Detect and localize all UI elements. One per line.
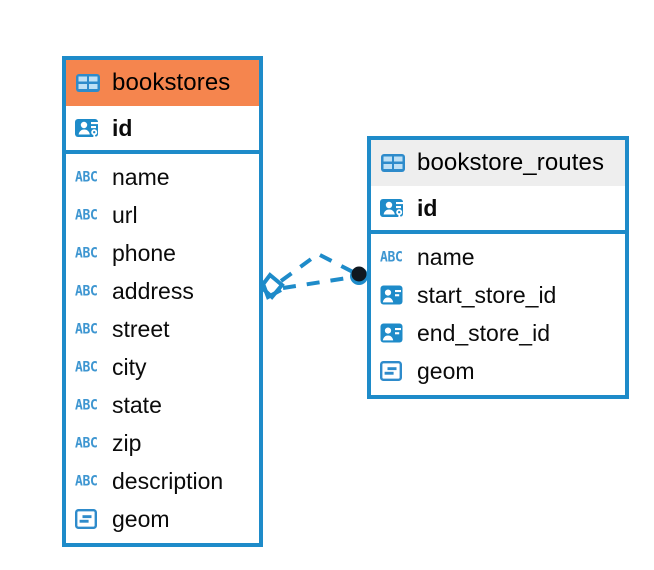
table-grid-icon	[380, 153, 406, 173]
field-row-end-store-id[interactable]: end_store_id	[371, 314, 625, 352]
field-name: start_store_id	[417, 281, 557, 308]
field-name: name	[417, 243, 475, 270]
field-row-zip[interactable]: ABC zip	[66, 424, 259, 462]
foreign-key-icon	[380, 285, 408, 305]
field-name: end_store_id	[417, 319, 550, 346]
field-row-name[interactable]: ABC name	[371, 238, 625, 276]
field-row-geom[interactable]: geom	[66, 500, 259, 538]
field-row-description[interactable]: ABC description	[66, 462, 259, 500]
field-name: url	[112, 201, 138, 228]
field-row-url[interactable]: ABC url	[66, 196, 259, 234]
relationship-line-upper	[279, 251, 354, 283]
text-field-icon: ABC	[380, 248, 403, 266]
field-row-city[interactable]: ABC city	[66, 348, 259, 386]
text-field-icon: ABC	[75, 168, 98, 186]
entity-table-bookstore-routes[interactable]: bookstore_routes	[367, 136, 629, 399]
field-list-bookstores: ABC name ABC url ABC phone ABC address A…	[66, 154, 259, 543]
primary-key-section: id	[371, 186, 625, 234]
entity-header-bookstores[interactable]: bookstores	[66, 60, 259, 106]
field-row-start-store-id[interactable]: start_store_id	[371, 276, 625, 314]
entity-title: bookstore_routes	[417, 149, 605, 176]
foreign-key-icon	[380, 323, 408, 343]
text-field-icon: ABC	[75, 396, 98, 414]
table-grid-icon	[75, 73, 101, 93]
field-row-name[interactable]: ABC name	[66, 158, 259, 196]
geometry-field-icon	[75, 509, 103, 529]
field-name: city	[112, 353, 147, 380]
entity-table-bookstores[interactable]: bookstores id	[62, 56, 263, 547]
field-row-id[interactable]: id	[371, 186, 625, 230]
entity-title: bookstores	[112, 69, 231, 96]
field-row-address[interactable]: ABC address	[66, 272, 259, 310]
text-field-icon: ABC	[75, 358, 98, 376]
text-field-icon: ABC	[75, 206, 98, 224]
text-field-icon: ABC	[75, 320, 98, 338]
many-diamond-marker	[258, 272, 285, 300]
field-name: zip	[112, 429, 142, 456]
field-row-street[interactable]: ABC street	[66, 310, 259, 348]
field-name: geom	[112, 505, 170, 532]
one-filled-circle-marker	[350, 266, 368, 285]
primary-key-icon	[75, 114, 103, 142]
field-name: geom	[417, 357, 475, 384]
field-name: id	[112, 114, 133, 141]
field-name: address	[112, 277, 194, 304]
relationship-line-lower	[282, 275, 355, 290]
field-row-state[interactable]: ABC state	[66, 386, 259, 424]
field-list-bookstore-routes: ABC name start_store_id	[371, 234, 625, 395]
field-name: phone	[112, 239, 176, 266]
geometry-field-icon	[380, 361, 408, 381]
field-name: description	[112, 467, 224, 494]
entity-header-bookstore-routes[interactable]: bookstore_routes	[371, 140, 625, 186]
text-field-icon: ABC	[75, 434, 98, 452]
primary-key-section: id	[66, 106, 259, 154]
field-row-id[interactable]: id	[66, 106, 259, 150]
field-name: state	[112, 391, 162, 418]
field-name: id	[417, 194, 438, 221]
text-field-icon: ABC	[75, 472, 98, 490]
field-row-phone[interactable]: ABC phone	[66, 234, 259, 272]
primary-key-icon	[380, 194, 408, 222]
text-field-icon: ABC	[75, 244, 98, 262]
field-name: street	[112, 315, 170, 342]
field-name: name	[112, 163, 170, 190]
text-field-icon: ABC	[75, 282, 98, 300]
field-row-geom[interactable]: geom	[371, 352, 625, 390]
